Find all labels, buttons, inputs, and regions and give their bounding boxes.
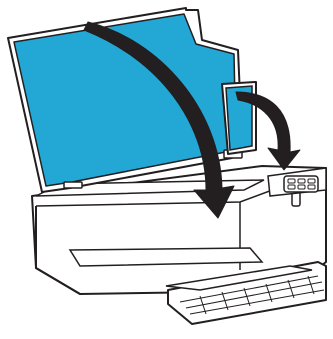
lid-hinge <box>64 182 82 188</box>
control-buttons <box>284 176 318 192</box>
